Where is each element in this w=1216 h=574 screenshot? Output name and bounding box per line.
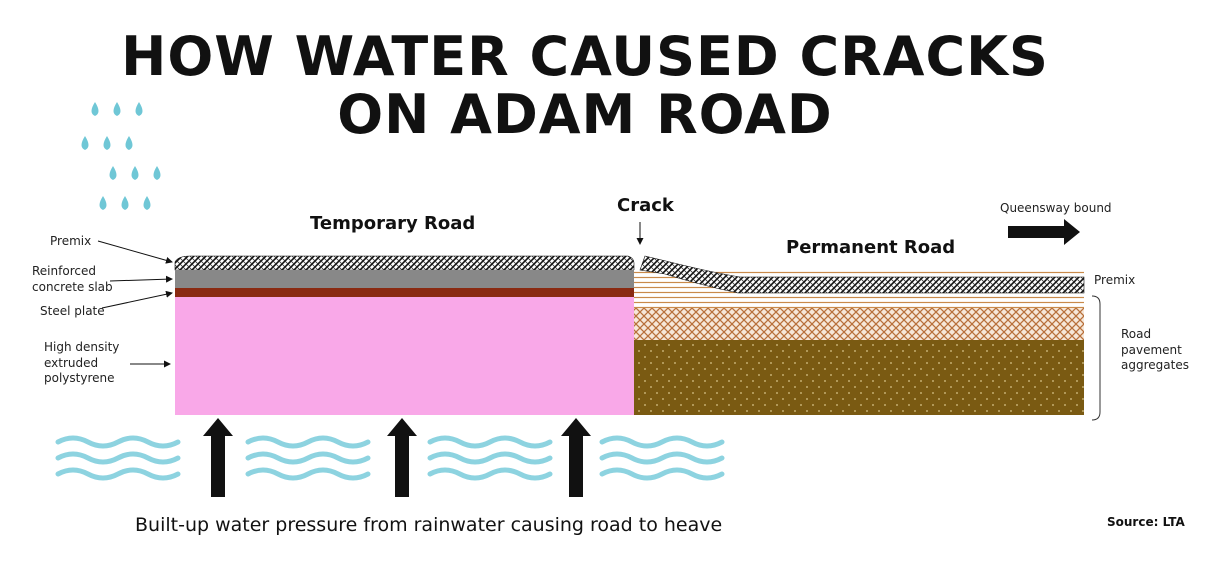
dotted-aggregate-layer: [634, 340, 1084, 415]
wave-group-4: [599, 435, 725, 481]
steel-plate-layer: [175, 288, 634, 297]
steel-plate-label: Steel plate: [40, 304, 105, 318]
pointer-concrete: [109, 275, 173, 283]
title-line-2: ON ADAM ROAD: [337, 83, 833, 146]
rain-drop-icon: [135, 102, 143, 116]
up-arrow-icon: [387, 418, 417, 497]
permanent-road-section: [634, 255, 1085, 415]
pointer-premix: [97, 240, 173, 264]
premix-left-label: Premix: [50, 234, 92, 248]
water-waves: [55, 435, 725, 481]
queensway-arrow-icon: [1008, 219, 1080, 245]
polystyrene-layer: [175, 297, 634, 415]
concrete-slab-layer: [175, 270, 634, 288]
polystyrene-label: High density extruded polystyrene: [44, 340, 120, 386]
queensway-label: Queensway bound: [1000, 201, 1112, 215]
crosshatch-layer: [634, 308, 1084, 340]
up-arrow-icon: [203, 418, 233, 497]
source-credit: Source: LTA: [1107, 515, 1185, 529]
reinforced-slab-label: Reinforced concrete slab: [32, 264, 113, 294]
rain-drop-icon: [99, 196, 107, 210]
aggregates-label: Road pavement aggregates: [1121, 327, 1189, 373]
temporary-road-section: [174, 255, 635, 415]
rain-drop-icon: [81, 136, 89, 150]
title-line-1: HOW WATER CAUSED CRACKS: [121, 25, 1049, 88]
crack-gap: [633, 255, 643, 272]
aggregates-bracket: [1091, 295, 1101, 421]
wave-group-3: [427, 435, 553, 481]
up-arrow-icon: [561, 418, 591, 497]
rain-drop-icon: [121, 196, 129, 210]
rain-drop-icon: [109, 166, 117, 180]
rain-drop-icon: [131, 166, 139, 180]
caption: Built-up water pressure from rainwater c…: [135, 514, 723, 536]
rain-drop-icon: [125, 136, 133, 150]
wave-group-2: [245, 435, 371, 481]
premix-layer-left: [174, 255, 635, 271]
pointer-steel: [101, 290, 173, 309]
premix-right-label: Premix: [1094, 273, 1136, 287]
temporary-road-label: Temporary Road: [310, 213, 476, 234]
rain-drops: [81, 102, 161, 210]
rain-drop-icon: [153, 166, 161, 180]
crack-label: Crack: [617, 195, 674, 216]
permanent-road-label: Permanent Road: [786, 237, 956, 258]
premix-layer-right: [639, 255, 1085, 294]
rain-drop-icon: [113, 102, 121, 116]
label-pointers: [97, 240, 173, 368]
rain-drop-icon: [91, 102, 99, 116]
pressure-arrows: [203, 418, 591, 497]
wave-group-1: [55, 435, 181, 481]
rain-drop-icon: [143, 196, 151, 210]
rain-drop-icon: [103, 136, 111, 150]
